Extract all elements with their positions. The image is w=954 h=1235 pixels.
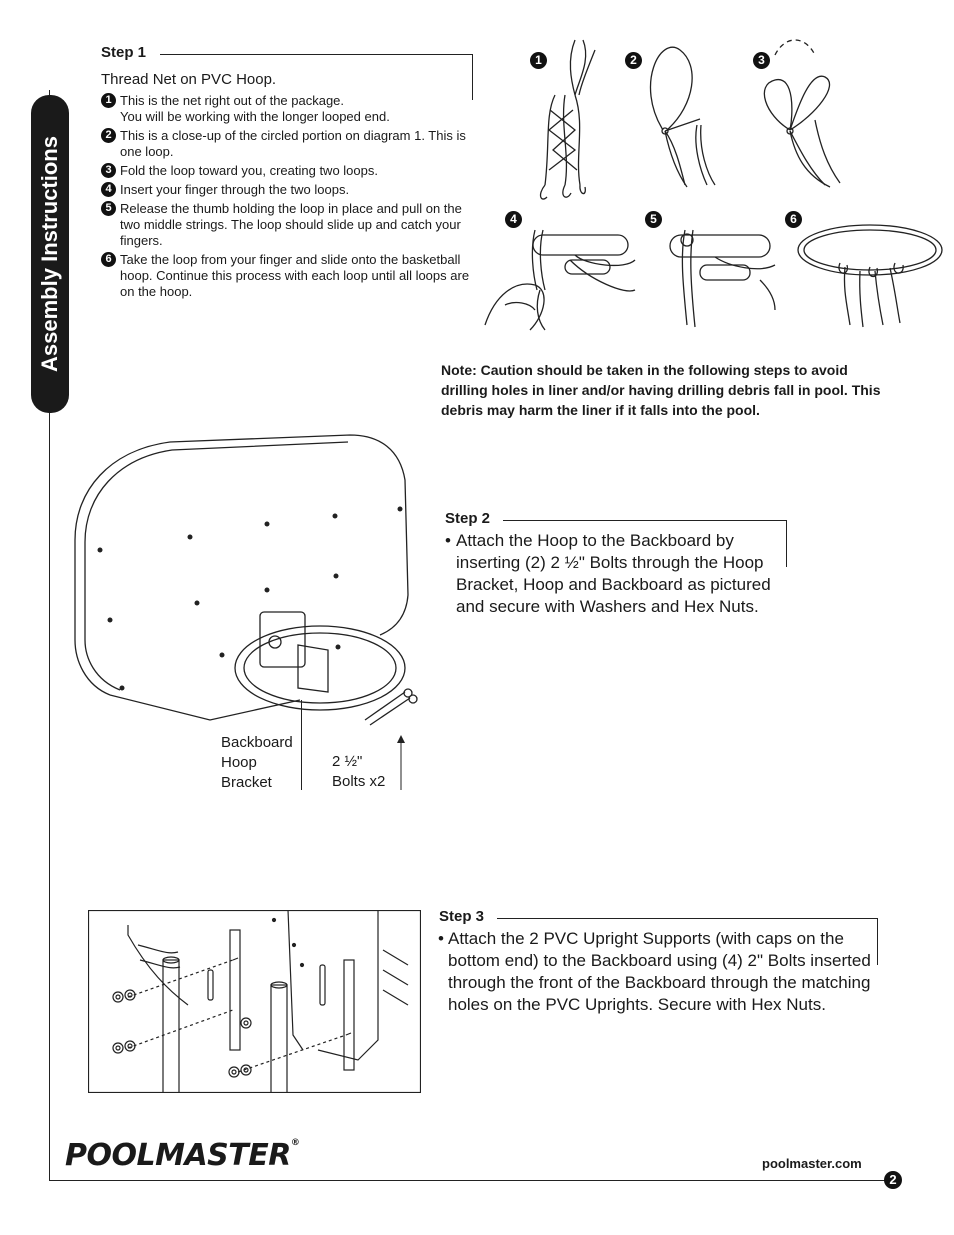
step2-instructions: • Attach the Hoop to the Backboard by in…	[445, 530, 791, 618]
net-threading-diagrams	[484, 39, 943, 331]
section-tab-label: Assembly Instructions	[37, 136, 62, 372]
label-line: 2 ½"	[332, 753, 363, 770]
step1-item-number: 1	[101, 93, 116, 108]
step1-item-text: Release the thumb holding the loop in pl…	[120, 201, 462, 248]
label-backboard-hoop-bracket: Backboard Hoop Bracket	[221, 733, 293, 793]
page-number: 2	[884, 1171, 902, 1189]
step1-item-number: 4	[101, 182, 116, 197]
hand-release-thumb-illustration	[669, 229, 776, 328]
step1-item-number: 5	[101, 201, 116, 216]
label-bolts: 2 ½" Bolts x2	[332, 752, 385, 792]
step1-vrule	[472, 54, 473, 100]
step3-instructions: • Attach the 2 PVC Upright Supports (wit…	[438, 928, 878, 1016]
step1-title: Step 1	[101, 44, 147, 61]
label-line: Backboard	[221, 734, 293, 751]
diagram-number-5: 5	[645, 211, 662, 228]
step1-list: 1 This is the net right out of the packa…	[101, 93, 471, 303]
logo-text: POOLMASTER	[65, 1138, 291, 1173]
step1-item-text: Take the loop from your finger and slide…	[120, 252, 470, 299]
step1-item-number: 2	[101, 128, 116, 143]
diagram-number-3: 3	[753, 52, 770, 69]
diagram-number-1: 1	[530, 52, 547, 69]
step1-item-text: This is the net right out of the package…	[120, 93, 390, 124]
upright-supports-illustration	[88, 910, 421, 1093]
step1-item-1: 1 This is the net right out of the packa…	[101, 93, 471, 125]
step2-text: Attach the Hoop to the Backboard by inse…	[456, 531, 771, 616]
step1-item-text: Insert your finger through the two loops…	[120, 182, 350, 197]
net-bundle-illustration	[539, 39, 596, 200]
label-line: Bolts x2	[332, 773, 386, 790]
diagram-number-4: 4	[505, 211, 522, 228]
step1-item-2: 2 This is a close-up of the circled port…	[101, 128, 471, 160]
poolmaster-logo: POOLMASTER®	[65, 1138, 300, 1173]
hand-insert-finger-illustration	[484, 229, 636, 331]
diagram-number-6: 6	[785, 211, 802, 228]
step2-bullet: •	[445, 531, 451, 550]
step1-rule	[160, 54, 472, 55]
step3-rule	[497, 918, 878, 919]
step2-title: Step 2	[445, 510, 491, 527]
step2-rule	[503, 520, 786, 521]
step1-item-4: 4 Insert your finger through the two loo…	[101, 182, 471, 198]
step2-vrule	[786, 520, 787, 567]
bracket-leader-line	[301, 700, 302, 790]
step1-item-number: 3	[101, 163, 116, 178]
step1-item-number: 6	[101, 252, 116, 267]
bolts-arrow	[397, 735, 405, 790]
section-tab: Assembly Instructions	[31, 95, 69, 413]
hoop-with-loops-illustration	[797, 224, 943, 328]
registered-mark: ®	[290, 1138, 300, 1148]
website-link[interactable]: poolmaster.com	[762, 1156, 862, 1171]
label-line: Hoop	[221, 754, 257, 771]
page-bottom-rule	[49, 1180, 886, 1181]
step3-text: Attach the 2 PVC Upright Supports (with …	[448, 929, 871, 1014]
backboard-holes	[97, 506, 403, 691]
caution-note: Note: Caution should be taken in the fol…	[441, 362, 881, 418]
single-loop-illustration	[649, 46, 716, 188]
step1-item-3: 3 Fold the loop toward you, creating two…	[101, 163, 471, 179]
step1-item-text: Fold the loop toward you, creating two l…	[120, 163, 378, 178]
step3-vrule	[877, 918, 878, 965]
step1-item-5: 5 Release the thumb holding the loop in …	[101, 201, 471, 249]
diagram-number-2: 2	[625, 52, 642, 69]
page-left-rule	[49, 90, 50, 1180]
step1-item-6: 6 Take the loop from your finger and sli…	[101, 252, 471, 300]
step3-title: Step 3	[439, 908, 485, 925]
backboard-hoop-illustration	[74, 434, 418, 726]
double-loop-illustration	[763, 39, 841, 188]
label-line: Bracket	[221, 774, 272, 791]
step3-bullet: •	[438, 929, 444, 948]
step1-item-text: This is a close-up of the circled portio…	[120, 128, 466, 159]
step1-subtitle: Thread Net on PVC Hoop.	[101, 71, 277, 88]
